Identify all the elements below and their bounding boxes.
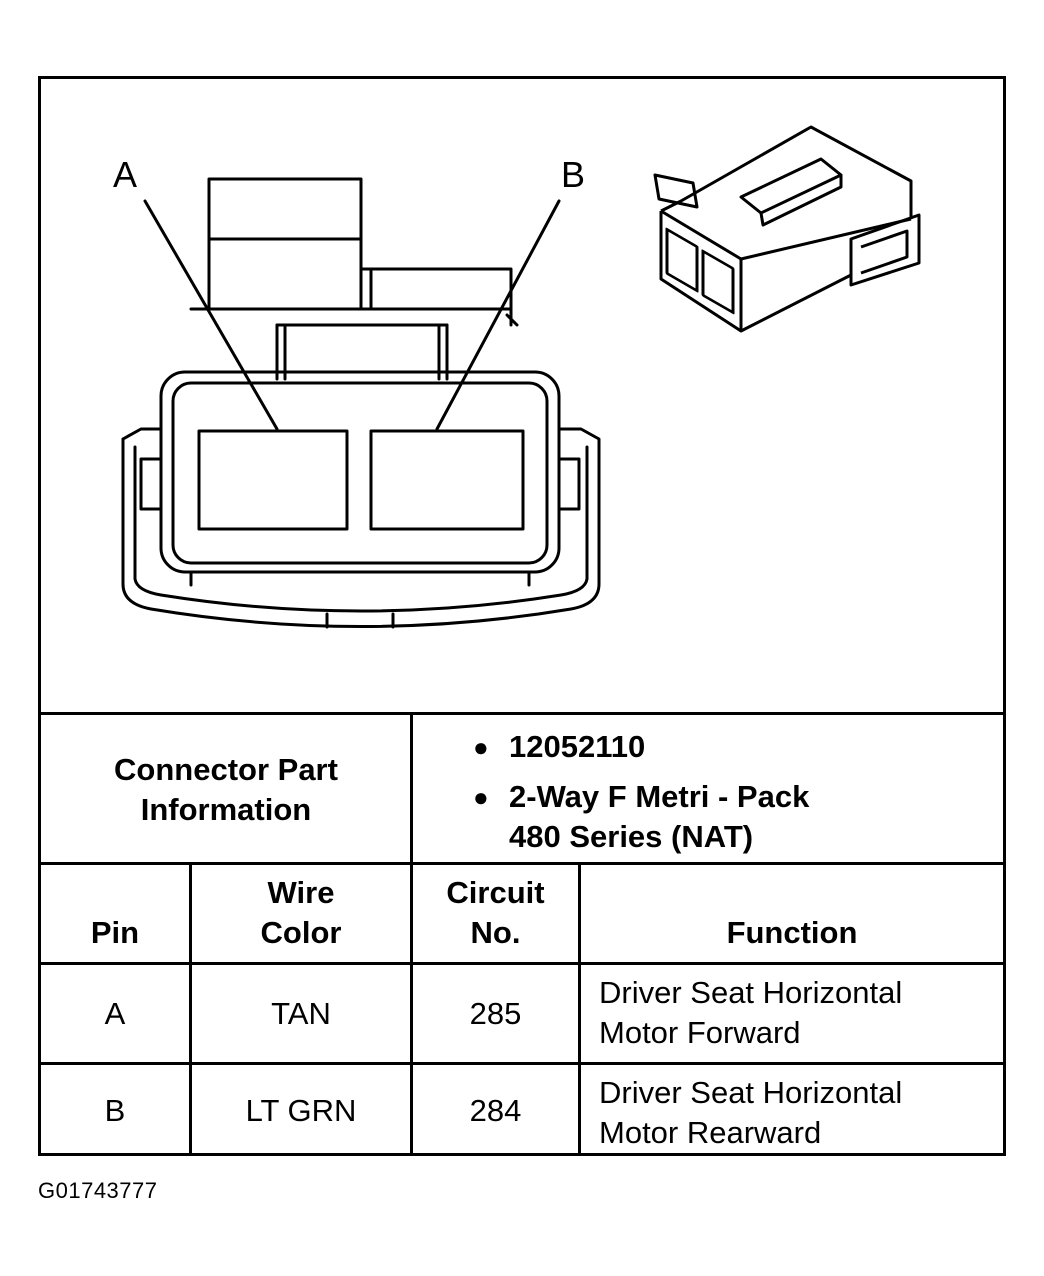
table-top-border [41, 712, 1003, 715]
connector-neck [275, 323, 449, 381]
callout-b: B [561, 154, 585, 195]
table-row-a-function: Driver Seat Horizontal Motor Forward [599, 975, 903, 1050]
table-row-b-pin: B [104, 1092, 126, 1128]
table-row-a-circuit: 285 [469, 995, 522, 1031]
row-divider [41, 1062, 1003, 1065]
table-row-a-pin: A [104, 995, 126, 1031]
figure-id: G01743777 [38, 1178, 158, 1203]
connector-series: 480 Series (NAT) [509, 819, 754, 854]
connector-iso-view [653, 125, 921, 333]
header-circuit-no: Circuit No. [446, 875, 545, 950]
connector-drawing: A B [113, 125, 921, 629]
cavity-b [369, 429, 525, 531]
info-divider [410, 712, 413, 865]
connector-part-info-label: Connector Part Information [41, 715, 411, 865]
bullet-icon: ● [473, 782, 489, 812]
bullet-item: ● 12052110 [473, 727, 809, 767]
info-label-line1: Connector Part [114, 752, 338, 787]
header-pin: Pin [90, 915, 140, 950]
info-label-line2: Information [140, 792, 312, 827]
table-row-b-circuit: 284 [469, 1092, 522, 1128]
leader-line-b [435, 199, 561, 431]
col-divider-2 [410, 862, 413, 1156]
col-divider-3 [578, 862, 581, 1156]
callout-a: A [113, 154, 137, 195]
header-wire-color: Wire Color [260, 875, 342, 950]
leader-line-a [143, 199, 279, 431]
connector-housing [121, 370, 601, 629]
col-divider-1 [189, 862, 192, 1156]
table-row-b-function: Driver Seat Horizontal Motor Rearward [599, 1075, 903, 1150]
bullet-icon: ● [473, 732, 489, 762]
connector-type: 2-Way F Metri - Pack [509, 779, 810, 814]
cavity-a [197, 429, 349, 531]
connector-latch [189, 177, 519, 327]
table-row-a-wire-color: TAN [271, 995, 331, 1031]
connector-part-info-values: ● 12052110 ● 2-Way F Metri - Pack 480 Se… [473, 727, 809, 857]
bullet-item: ● 2-Way F Metri - Pack [473, 777, 809, 817]
info-bottom-border [41, 862, 1003, 865]
part-number: 12052110 [509, 729, 646, 764]
header-function: Function [726, 915, 858, 950]
connector-figure-frame: A B Connector Part Information ● [38, 76, 1006, 1156]
header-bottom-border [41, 962, 1003, 965]
table-row-b-wire-color: LT GRN [245, 1092, 357, 1128]
